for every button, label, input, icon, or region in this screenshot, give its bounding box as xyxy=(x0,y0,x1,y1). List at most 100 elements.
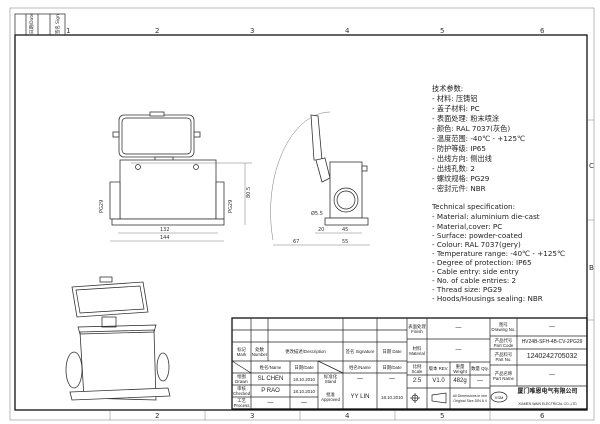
strip-sign: 签名 Sign xyxy=(54,14,61,34)
spec-cn-item: - 出线方向: 侧出线 xyxy=(432,154,492,163)
hdr-name-text: 姓名/Name xyxy=(259,364,282,370)
material-value: — xyxy=(427,339,490,362)
front-view: 80.5 132 144 PG29 PG29 xyxy=(99,111,252,242)
spec-en-item: - Cable entry: side entry xyxy=(432,267,520,276)
hdr-date-2: 日期/Date xyxy=(377,361,407,373)
col-number: 处数 Number xyxy=(251,342,268,361)
checked-name-text: P RAO xyxy=(261,387,280,394)
dim-overall-width: 144 xyxy=(160,235,170,241)
approved-name-text: YY LIN xyxy=(350,393,370,400)
spec-cn-item: - 表面处理: 粉末喷涂 xyxy=(432,114,499,123)
dim-side-offset: 67 xyxy=(293,239,299,245)
technical-specs-en: Technical specification: - Material: alu… xyxy=(431,202,565,303)
specs-en-title: Technical specification: xyxy=(431,202,515,211)
hdr-date: 日期/Date xyxy=(290,361,318,373)
spec-cn-item: - 盖子材料: PC xyxy=(432,104,480,113)
part-no-label-text: 产品料号 Part No. xyxy=(494,352,513,362)
approved-date-text: 18.10.2010 xyxy=(381,394,403,400)
drawn-name-text: SL CHEN xyxy=(257,375,284,382)
part-no-label: 产品料号 Part No. xyxy=(490,349,517,365)
spec-en-item: - Material,cover: PC xyxy=(432,222,502,231)
spec-en-item: - Temperature range: -40℃ - +125℃ xyxy=(432,249,565,258)
grid-col-2: 2 xyxy=(155,27,159,35)
strip-date: 日期/Date xyxy=(29,13,35,34)
projection-symbol-icon xyxy=(410,392,447,404)
hdr-name-2: 姓名/Name xyxy=(343,361,377,373)
grid-col-6: 6 xyxy=(540,27,545,35)
part-name-value-text: — xyxy=(549,372,555,378)
grid-row-c: C xyxy=(589,162,594,170)
dim-side-base: 55 xyxy=(342,239,348,245)
part-code-label-text: 产品代号 Part Code xyxy=(493,337,514,348)
col-number-text: 处数 Number xyxy=(251,346,268,357)
dim-hole: Ø5.5 xyxy=(311,210,323,217)
spec-en-item: - No. of cable entries: 2 xyxy=(432,276,516,285)
drawing-no-label: 图号 Drawing No. xyxy=(490,318,517,336)
checked-date-text: 18.10.2010 xyxy=(293,388,315,394)
approved-name: YY LIN xyxy=(343,385,377,409)
col-mark: 标记 Mark xyxy=(232,342,251,361)
qty-label-text: 数量 Qty. xyxy=(471,366,489,371)
process-label-text: 工艺 Process xyxy=(233,398,250,408)
part-name-label-text: 产品名称 Part Name xyxy=(493,370,514,381)
part-no-value: 1240242705032 xyxy=(517,349,587,365)
stand-name: — xyxy=(343,373,377,385)
technical-specs-cn: 技术参数: - 材料: 压铸铝 - 盖子材料: PC - 表面处理: 粉末喷涂 … xyxy=(432,84,525,193)
grid-col-2-bottom: 2 xyxy=(155,412,159,420)
process-name-text: — xyxy=(267,399,274,406)
approved-date: 18.10.2010 xyxy=(377,385,407,409)
grid-col-6-bottom: 6 xyxy=(540,412,545,420)
drawn-name: SL CHEN xyxy=(251,373,290,385)
qty-label: 数量 Qty. xyxy=(470,362,490,375)
dim-thread-left: PG29 xyxy=(99,200,105,213)
rev-label-text: 版本 REV. xyxy=(428,366,449,371)
drawing-frame xyxy=(14,34,588,411)
hdr-date-2-text: 日期/Date xyxy=(382,364,402,370)
company-name-en: XIAMEN WAIN ELECTRICAL CO.,LTD xyxy=(508,399,587,408)
grid-col-4-bottom: 4 xyxy=(345,412,350,420)
dim-inner-width: 132 xyxy=(160,227,170,233)
spec-cn-item: - 出线孔数: 2 xyxy=(432,164,475,173)
spec-cn-item: - 螺纹规格: PG29 xyxy=(432,174,490,183)
grid-labels: 1 2 3 4 5 6 2 3 4 5 6 C B xyxy=(66,27,594,420)
title-block-grid xyxy=(231,317,588,410)
hdr-name-2-text: 姓名/Name xyxy=(349,364,371,370)
side-view: 67 20 45 55 Ø5.5 xyxy=(270,111,370,246)
finish-value: — xyxy=(427,318,490,339)
grid-col-3-bottom: 3 xyxy=(250,412,254,420)
stand-date: — xyxy=(377,373,407,385)
checked-date: 18.10.2010 xyxy=(290,385,318,397)
company-name-cn-text: 厦门唯恩电气有限公司 xyxy=(517,389,578,395)
process-label: 工艺 Process xyxy=(232,397,251,409)
col-date: 日期 Date xyxy=(377,342,407,361)
checked-label: 审核 Checked xyxy=(232,385,251,397)
part-code-value-text: HV24B-SFH-4B-CV-2PG29 xyxy=(521,339,583,345)
material-value-text: — xyxy=(455,347,462,353)
approved-label-text: 批准 Approved xyxy=(321,392,340,402)
spec-cn-item: - 温度范围: -40℃ - +125℃ xyxy=(432,134,525,143)
finish-label: 表面处理 Finish xyxy=(407,318,427,339)
stand-name-text: — xyxy=(357,375,363,382)
logo-text-span: XSM xyxy=(494,394,504,400)
drawn-label: 绘图 Drawn xyxy=(232,373,251,385)
company-logo xyxy=(490,391,508,403)
drawn-date: 18.10.2010 xyxy=(290,373,318,385)
checked-label-text: 审核 Checked xyxy=(232,386,251,396)
side-strip: 日期/Date 签名 Sign xyxy=(14,13,66,36)
scale-label-text: 比例 Scale xyxy=(411,363,423,374)
finish-label-text: 表面处理 Finish xyxy=(408,323,426,334)
process-name: — xyxy=(251,397,290,409)
hdr-date-text: 日期/Date xyxy=(294,364,314,370)
drawing-no-value-text: — xyxy=(549,323,555,330)
spec-en-item: - Thread size: PG29 xyxy=(432,285,502,294)
material-label-text: 材料 Material xyxy=(409,345,425,356)
dims-note: All Dimensions in mm xyxy=(452,394,488,399)
col-date-text: 日期 Date xyxy=(382,349,402,354)
part-code-value: HV24B-SFH-4B-CV-2PG29 xyxy=(517,336,587,349)
notes: All Dimensions in mm Original Size DIN A… xyxy=(450,388,490,409)
part-name-value: — xyxy=(517,365,587,386)
stand-date-text: — xyxy=(389,375,395,382)
spec-cn-item: - 密封元件: NBR xyxy=(432,184,486,193)
part-code-label: 产品代号 Part Code xyxy=(490,336,517,349)
